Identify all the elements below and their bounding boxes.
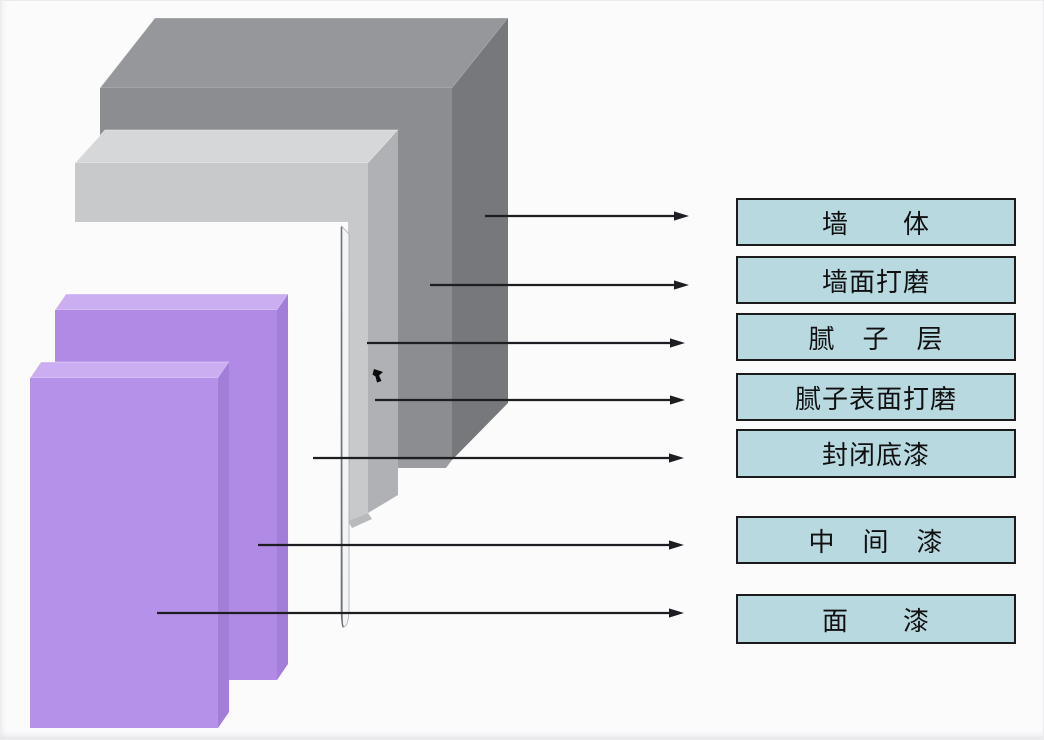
sealing-primer-slab [340,224,350,628]
putty-layer-front-face [75,163,368,521]
arrow-putty-surface-sanding [375,395,685,405]
putty-layer-side-face [368,130,398,513]
sealing-primer-left-edge [340,227,345,628]
leader-arrows [157,211,689,618]
wall-body-bottom-edge [398,460,452,468]
topcoat-block [29,361,230,728]
wall-body-front-face [100,88,452,460]
arrow-topcoat [157,608,684,618]
topcoat-side-face [218,362,229,728]
arrow-intermediate-paint [258,540,684,550]
sealing-primer-body [341,224,350,628]
topcoat-front-face [30,378,218,728]
putty-layer-top-face [73,129,400,164]
wall-body-block [98,17,510,468]
wall-body-top-face [98,17,510,89]
arrow-putty-layer [367,338,685,348]
intermediate-paint-side-face [277,294,288,680]
arrow-wall-surface-sanding [430,280,689,290]
intermediate-paint-top-face [54,293,289,311]
putty-layer-bottom-edge [348,513,372,528]
topcoat-top-face [29,361,230,379]
wall-body-side-face [452,18,508,460]
arrow-wall-body [485,211,689,221]
arrow-sealing-primer [313,453,684,463]
cursor-pointer-icon [372,369,383,383]
putty-layer-block [73,129,400,528]
